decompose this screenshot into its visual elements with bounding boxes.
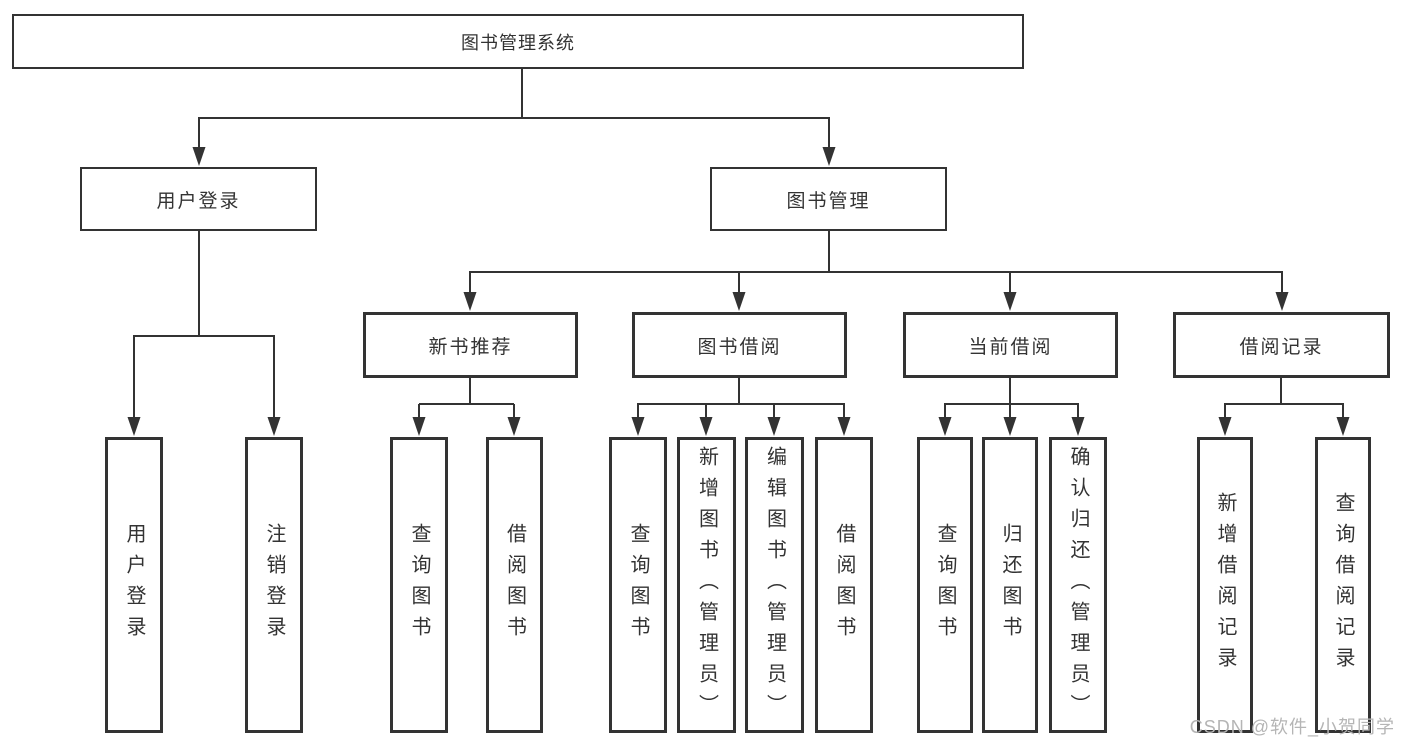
- leaf-borrow-books-1: 借阅图书: [486, 437, 543, 733]
- leaf-return-books: 归还图书: [982, 437, 1038, 733]
- leaf-query-books-2: 查询图书: [609, 437, 667, 733]
- leaf-user-login: 用户登录: [105, 437, 163, 733]
- leaf-logout-label: 注销登录: [263, 523, 285, 647]
- node-book-management: 图书管理: [710, 167, 947, 231]
- leaf-query-books-1-label: 查询图书: [408, 523, 430, 647]
- node-user-login-label: 用户登录: [156, 190, 241, 212]
- leaf-query-borrow-record: 查询借阅记录: [1315, 437, 1371, 733]
- leaf-logout: 注销登录: [245, 437, 303, 733]
- leaf-edit-books-admin-label: 编辑图书（管理员）: [763, 445, 786, 725]
- node-new-book-recommend: 新书推荐: [363, 312, 578, 378]
- leaf-return-books-label: 归还图书: [999, 523, 1021, 647]
- leaf-confirm-return-admin: 确认归还（管理员）: [1049, 437, 1107, 733]
- leaf-query-books-3-label: 查询图书: [934, 523, 956, 647]
- node-user-login: 用户登录: [80, 167, 317, 231]
- leaf-query-borrow-record-label: 查询借阅记录: [1332, 492, 1354, 678]
- node-current-borrow-label: 当前借阅: [968, 336, 1053, 358]
- node-borrow-records: 借阅记录: [1173, 312, 1390, 378]
- leaf-user-login-label: 用户登录: [123, 523, 145, 647]
- node-root: 图书管理系统: [12, 14, 1024, 69]
- leaf-query-books-2-label: 查询图书: [627, 523, 649, 647]
- leaf-borrow-books-1-label: 借阅图书: [503, 523, 526, 647]
- leaf-add-borrow-record: 新增借阅记录: [1197, 437, 1253, 733]
- leaf-add-borrow-record-label: 新增借阅记录: [1214, 492, 1236, 678]
- node-book-borrow-label: 图书借阅: [697, 336, 782, 358]
- leaf-query-books-3: 查询图书: [917, 437, 973, 733]
- leaf-query-books-1: 查询图书: [390, 437, 448, 733]
- node-root-label: 图书管理系统: [461, 32, 575, 53]
- leaf-add-books-admin: 新增图书（管理员）: [677, 437, 736, 733]
- node-current-borrow: 当前借阅: [903, 312, 1118, 378]
- leaf-edit-books-admin: 编辑图书（管理员）: [745, 437, 804, 733]
- leaf-borrow-books-2-label: 借阅图书: [833, 523, 855, 647]
- node-borrow-records-label: 借阅记录: [1239, 336, 1324, 358]
- node-book-management-label: 图书管理: [786, 190, 871, 212]
- leaf-borrow-books-2: 借阅图书: [815, 437, 873, 733]
- node-new-book-recommend-label: 新书推荐: [428, 336, 513, 358]
- leaf-add-books-admin-label: 新增图书（管理员）: [695, 445, 718, 725]
- node-book-borrow: 图书借阅: [632, 312, 847, 378]
- csdn-watermark: CSDN @软件_小贺同学: [1189, 717, 1395, 737]
- leaf-confirm-return-admin-label: 确认归还（管理员）: [1067, 445, 1089, 725]
